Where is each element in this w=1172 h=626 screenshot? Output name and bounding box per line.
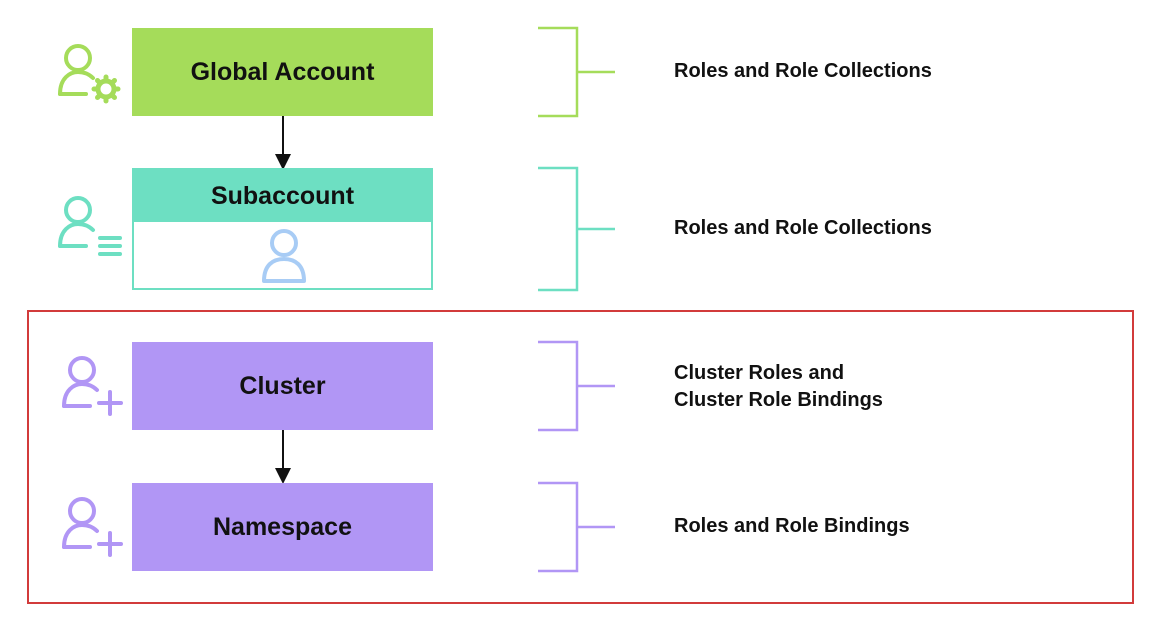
subaccount-description: Roles and Role Collections	[674, 217, 932, 239]
namespace-label: Namespace	[213, 512, 352, 541]
cluster-box: Cluster	[132, 342, 433, 430]
user-add-icon	[60, 493, 126, 564]
user-add-icon	[60, 352, 126, 423]
namespace-description: Roles and Role Bindings	[674, 515, 910, 537]
cluster-description: Cluster Roles and Cluster Role Bindings	[674, 362, 883, 411]
subaccount-header: Subaccount	[134, 170, 431, 222]
global-account-label: Global Account	[190, 57, 375, 86]
namespace-box: Namespace	[132, 483, 433, 571]
user-list-icon	[56, 192, 126, 267]
subaccount-box: Subaccount	[132, 168, 433, 290]
global-account-box: Global Account	[132, 28, 433, 116]
kyma-highlight-frame	[27, 310, 1134, 604]
global-account-description: Roles and Role Collections	[674, 60, 932, 82]
bracket-namespace	[538, 481, 615, 573]
cluster-label: Cluster	[239, 371, 326, 400]
user-settings-icon	[56, 40, 126, 109]
bracket-cluster	[538, 340, 615, 432]
bracket-global-account	[538, 26, 615, 118]
subaccount-label: Subaccount	[210, 181, 355, 210]
bracket-subaccount	[538, 166, 615, 292]
user-icon	[258, 227, 310, 290]
